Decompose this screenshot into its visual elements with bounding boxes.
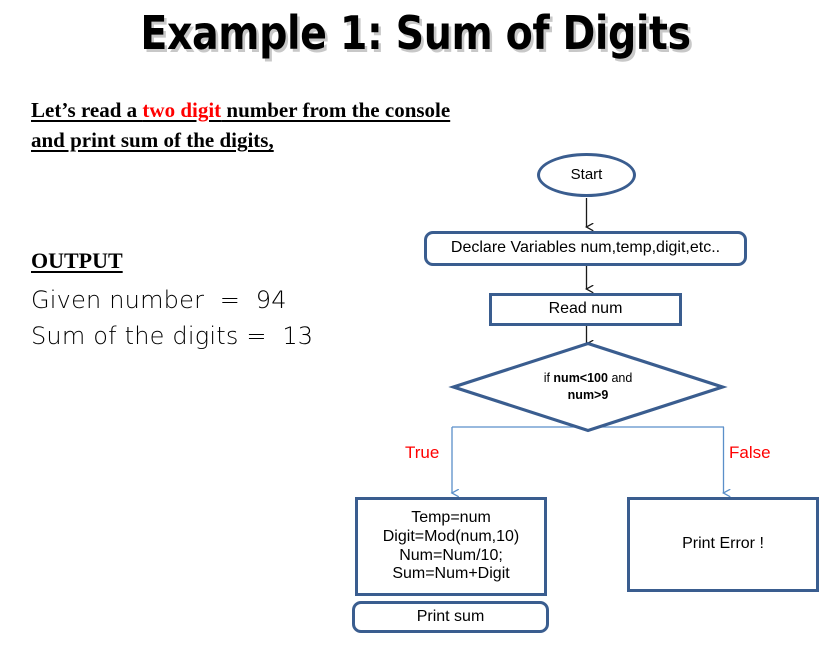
process-line-3: Num=Num/10; bbox=[399, 546, 503, 564]
lead-line-1: Let’s read a two digit number from the c… bbox=[31, 98, 450, 123]
flow-node-read-num[interactable]: Read num bbox=[489, 293, 682, 326]
process-line-2: Digit=Mod(num,10) bbox=[382, 527, 520, 545]
output-given-number: Given number = 94 bbox=[31, 286, 287, 314]
decision-condition-text: if num<100 and num>9 bbox=[452, 342, 724, 431]
flow-node-declare-variables[interactable]: Declare Variables num,temp,digit,etc.. bbox=[424, 231, 747, 266]
decision-condition-a: num<100 bbox=[553, 370, 608, 385]
decision-condition-b: num>9 bbox=[567, 387, 609, 402]
lead-line-2: and print sum of the digits, bbox=[31, 128, 274, 152]
flow-node-print-error[interactable]: Print Error ! bbox=[627, 497, 819, 592]
lead-highlight-two-digit: two digit bbox=[142, 98, 222, 122]
flow-node-decision[interactable]: if num<100 and num>9 bbox=[452, 342, 724, 431]
decision-if-keyword: if bbox=[543, 370, 554, 385]
process-line-4: Sum=Num+Digit bbox=[392, 565, 510, 583]
output-heading: OUTPUT bbox=[31, 248, 123, 273]
decision-diamond-shape bbox=[448, 341, 728, 433]
branch-label-false: False bbox=[729, 443, 771, 462]
decision-and-keyword: and bbox=[607, 370, 633, 385]
lead-text-before: Let’s read a bbox=[31, 98, 143, 122]
flow-node-process[interactable]: Temp=num Digit=Mod(num,10) Num=Num/10; S… bbox=[355, 497, 547, 596]
process-line-1: Temp=num bbox=[411, 508, 491, 526]
branch-label-true: True bbox=[405, 443, 440, 462]
page-title: Example 1: Sum of Digits bbox=[140, 6, 691, 60]
flow-node-start[interactable]: Start bbox=[537, 153, 636, 197]
output-sum-of-digits: Sum of the digits = 13 bbox=[31, 322, 314, 350]
lead-text-after: number from the console bbox=[221, 98, 451, 122]
flow-node-print-sum[interactable]: Print sum bbox=[352, 601, 549, 633]
